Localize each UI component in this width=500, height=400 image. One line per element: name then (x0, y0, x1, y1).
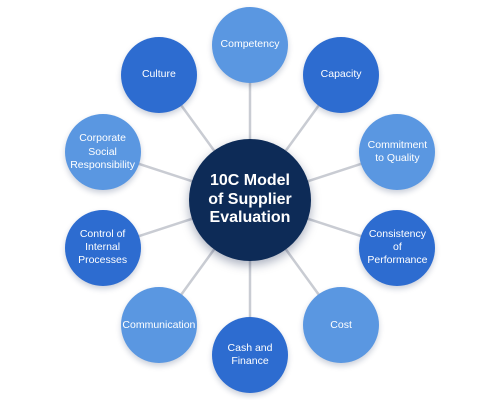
node-capacity: Capacity (303, 36, 380, 113)
center-node: 10C Model of Supplier Evaluation (189, 139, 311, 261)
node-label: Cash and Finance (227, 341, 273, 367)
node-control-of-internal-processes: Control of Internal Processes (64, 209, 141, 286)
node-label: Communication (122, 318, 196, 331)
node-communication: Communication (120, 287, 197, 364)
node-cost: Cost (303, 287, 380, 364)
node-label: Capacity (320, 68, 362, 81)
node-label: Culture (141, 68, 176, 81)
node-culture: Culture (120, 36, 197, 113)
spoke-line (179, 246, 217, 298)
node-label: Consistency of Performance (367, 228, 428, 267)
node-label: Control of Internal Processes (78, 228, 128, 267)
node-consistency-of-performance: Consistency of Performance (359, 209, 436, 286)
spoke-line (305, 217, 364, 238)
center-label: 10C Model of Supplier Evaluation (208, 171, 292, 227)
spoke-line (305, 162, 364, 183)
spoke-line (136, 217, 195, 238)
node-cash-and-finance: Cash and Finance (212, 317, 288, 393)
node-commitment-to-quality: Commitment to Quality (359, 114, 436, 191)
node-label: Cost (330, 318, 352, 331)
node-competency: Competency (212, 7, 288, 83)
node-label: Corporate Social Responsibility (70, 132, 135, 171)
spoke-line (283, 102, 321, 154)
spoke-line (179, 102, 217, 154)
spoke-line (283, 246, 321, 298)
spoke-line (136, 162, 195, 183)
node-label: Competency (220, 38, 280, 51)
node-corporate-social-responsibility: Corporate Social Responsibility (64, 114, 141, 191)
node-label: Commitment to Quality (367, 138, 428, 165)
